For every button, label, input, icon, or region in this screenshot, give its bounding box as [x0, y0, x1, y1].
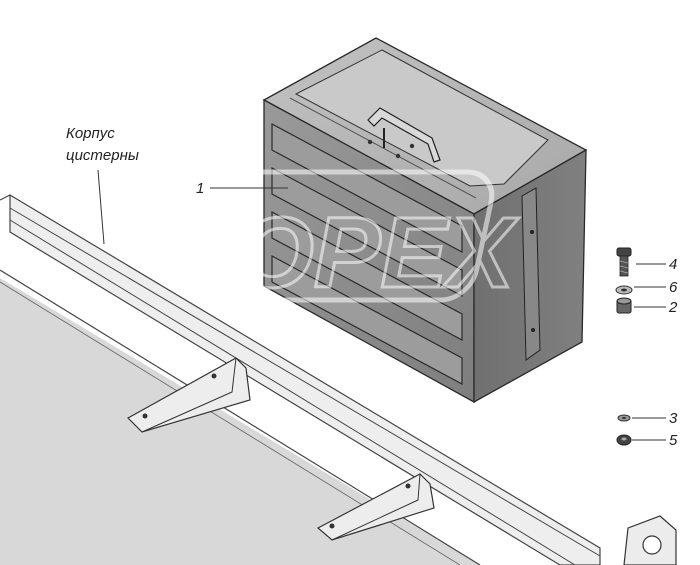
- callout-2: 2: [668, 299, 678, 316]
- tank-body: [0, 193, 601, 565]
- leader-tank-body: [97, 169, 105, 245]
- bracket-right: [316, 473, 435, 541]
- callout-3: 3: [669, 410, 678, 427]
- box-handle: [367, 107, 441, 163]
- watermark-text: OPEX: [236, 197, 519, 309]
- watermark: OPEX: [211, 169, 521, 311]
- bolt-4: [616, 247, 632, 277]
- callout-1: 1: [196, 180, 204, 197]
- bracket-left: [127, 357, 251, 433]
- label-tank-body-line1: Корпус: [66, 125, 115, 142]
- washer-6: [615, 285, 633, 295]
- tank-rail: [9, 193, 601, 565]
- nut-5: [616, 434, 632, 446]
- nut-2: [616, 297, 632, 314]
- battery-box: [262, 37, 588, 404]
- callout-6: 6: [669, 279, 678, 296]
- bracket-corner: [623, 515, 677, 565]
- callout-4: 4: [669, 256, 677, 273]
- callout-5: 5: [669, 432, 678, 449]
- tank-surface: [0, 278, 480, 565]
- leader-lines: [97, 169, 666, 441]
- label-tank-body-line2: цистерны: [66, 147, 139, 164]
- washer-3: [617, 414, 631, 422]
- side-strap: [521, 187, 541, 361]
- front-ribs: [271, 122, 463, 386]
